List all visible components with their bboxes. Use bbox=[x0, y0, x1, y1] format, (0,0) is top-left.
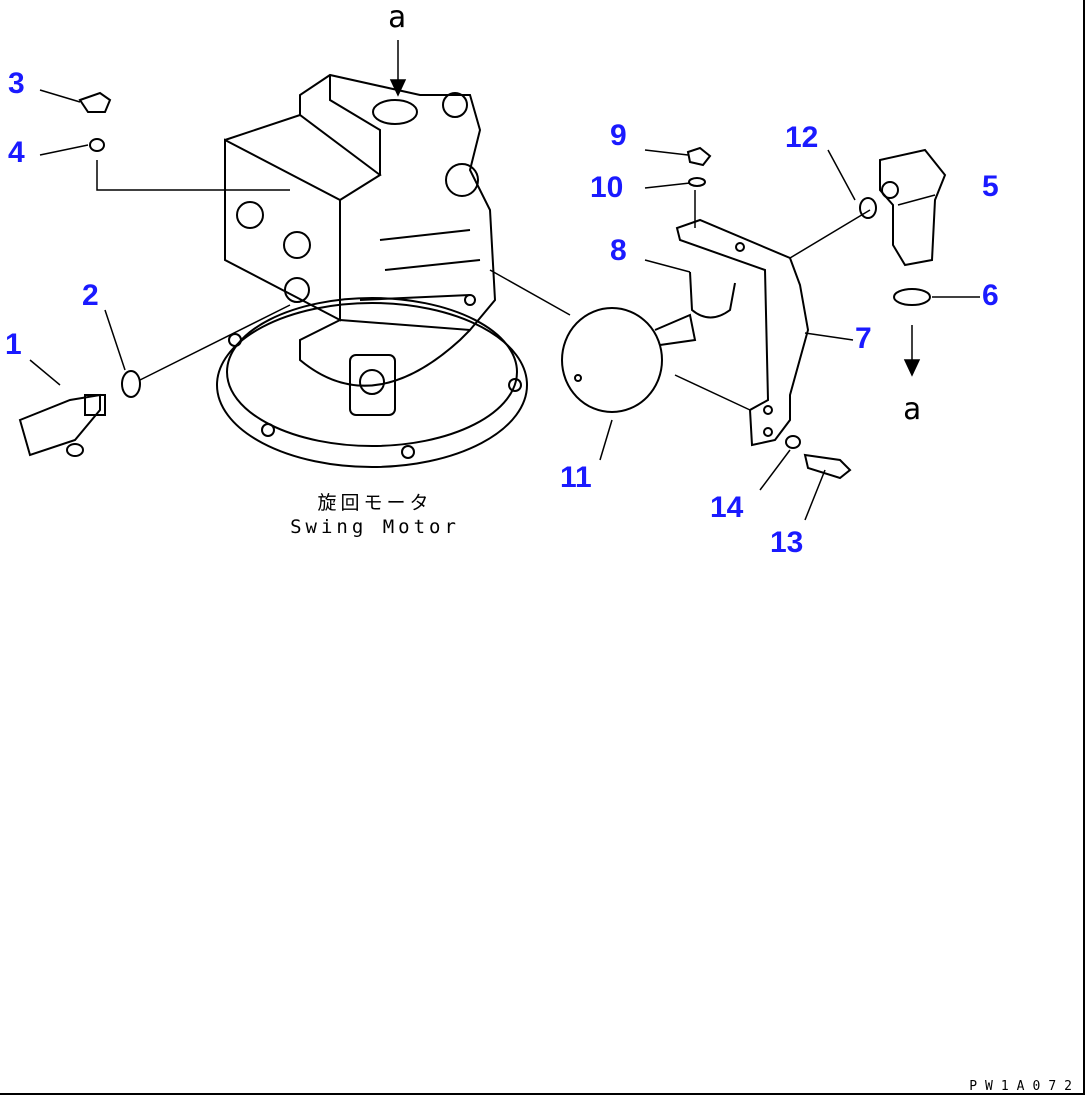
part-7-bracket bbox=[675, 218, 810, 447]
callout-11[interactable]: 11 bbox=[560, 461, 592, 494]
part-6-oring bbox=[893, 288, 931, 306]
reference-mark-top: a bbox=[388, 0, 407, 35]
part-5-drawing bbox=[879, 148, 947, 267]
callout-12[interactable]: 12 bbox=[785, 121, 819, 154]
callout-13[interactable]: 13 bbox=[770, 526, 804, 559]
motor-label-jp: 旋回モータ bbox=[317, 492, 433, 514]
part-9-nut bbox=[686, 146, 712, 167]
part-13-bolt bbox=[803, 453, 852, 480]
reference-mark-bottom: a bbox=[903, 392, 922, 427]
callout-14[interactable]: 14 bbox=[710, 491, 744, 524]
part-12-oring bbox=[859, 197, 877, 219]
callout-8[interactable]: 8 bbox=[610, 234, 627, 267]
part-14-washer bbox=[785, 435, 801, 449]
part-1-drawing bbox=[18, 393, 106, 457]
drawing-code: PW1A072 bbox=[969, 1079, 1080, 1094]
callout-10[interactable]: 10 bbox=[590, 171, 624, 204]
callout-2[interactable]: 2 bbox=[82, 279, 99, 312]
callout-7[interactable]: 7 bbox=[855, 322, 872, 355]
part-8-ubolt bbox=[689, 271, 736, 319]
callout-9[interactable]: 9 bbox=[610, 119, 627, 152]
part-2-oring bbox=[121, 370, 141, 398]
callout-4[interactable]: 4 bbox=[8, 136, 25, 169]
part-3-drawing bbox=[78, 91, 112, 113]
callout-5[interactable]: 5 bbox=[982, 170, 999, 203]
motor-label-en: Swing Motor bbox=[290, 516, 460, 538]
part-11-accumulator bbox=[561, 307, 697, 413]
callout-6[interactable]: 6 bbox=[982, 279, 999, 312]
callout-3[interactable]: 3 bbox=[8, 67, 25, 100]
swing-motor-drawing bbox=[216, 73, 528, 468]
part-10-washer bbox=[688, 177, 706, 187]
part-4-plug bbox=[89, 138, 105, 152]
callout-1[interactable]: 1 bbox=[5, 328, 22, 361]
